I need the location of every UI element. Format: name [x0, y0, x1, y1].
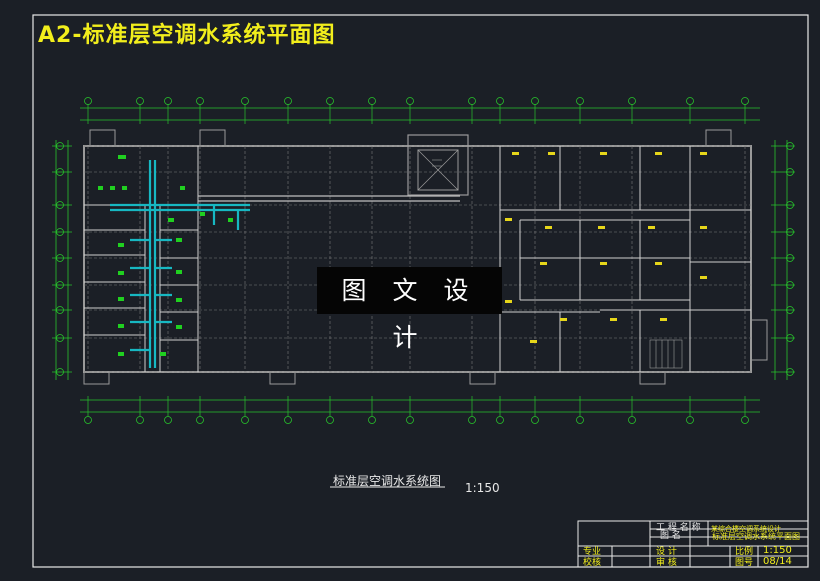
axis-bubble — [531, 97, 539, 105]
axis-bubble — [284, 416, 292, 424]
axis-bubble — [326, 97, 334, 105]
axis-markers — [52, 97, 795, 424]
unit-tag — [655, 152, 662, 155]
axis-bubble — [406, 97, 414, 105]
title-block-frame — [577, 520, 809, 568]
axis-bubble — [628, 97, 636, 105]
fan-coil-unit — [160, 352, 166, 356]
drawing-no-value: 08/14 — [763, 556, 792, 567]
unit-tag — [600, 152, 607, 155]
drawing-scale: 1:150 — [465, 481, 500, 495]
major-label: 专业 — [583, 547, 602, 557]
fan-coil-unit — [122, 186, 127, 190]
unit-tags — [505, 152, 707, 343]
axis-bubble — [686, 97, 694, 105]
drawing-frame — [32, 14, 809, 568]
axis-bubble — [136, 416, 144, 424]
scale-value: 1:150 — [763, 545, 792, 556]
fan-coil-unit — [176, 325, 182, 329]
fan-coil-unit — [118, 155, 126, 159]
drawing-no-label: 图号 — [735, 558, 754, 568]
fan-coil-unit — [168, 218, 174, 222]
unit-tag — [545, 226, 552, 229]
axis-bubble — [576, 416, 584, 424]
fan-coil-unit — [118, 352, 124, 356]
fan-coil-unit — [98, 186, 103, 190]
dimension-grid — [55, 107, 788, 413]
unit-tag — [655, 262, 662, 265]
review-label: 审 核 — [656, 558, 677, 568]
axis-bubble — [326, 416, 334, 424]
building-walls — [83, 129, 768, 385]
project-value: 某综合楼空调系统设计 — [711, 525, 781, 533]
check-label: 校核 — [583, 558, 602, 568]
axis-bubble — [368, 97, 376, 105]
fan-coil-unit — [176, 238, 182, 242]
axis-bubble — [406, 416, 414, 424]
axis-bubble — [368, 416, 376, 424]
unit-tag — [700, 152, 707, 155]
right-rooms — [499, 146, 751, 372]
unit-tag — [512, 152, 519, 155]
fan-coil-unit — [118, 297, 124, 301]
unit-tag — [548, 152, 555, 155]
axis-bubble — [241, 416, 249, 424]
unit-tag — [530, 340, 537, 343]
fan-coil-unit — [180, 186, 185, 190]
scale-label: 比例 — [735, 547, 754, 557]
axis-bubble — [741, 416, 749, 424]
axis-bubble — [468, 97, 476, 105]
axis-bubble — [686, 416, 694, 424]
axis-bubble — [284, 97, 292, 105]
chilled-water-pipes — [110, 160, 250, 368]
fan-coil-unit — [118, 243, 124, 247]
unit-tag — [505, 300, 512, 303]
axis-bubble — [84, 416, 92, 424]
corridor-lines — [198, 195, 460, 202]
fan-coil-units — [98, 155, 233, 356]
unit-tag — [700, 226, 707, 229]
unit-tag — [700, 276, 707, 279]
axis-bubble — [196, 416, 204, 424]
axis-bubble — [136, 97, 144, 105]
fan-coil-unit — [176, 270, 182, 274]
stair — [432, 159, 683, 369]
axis-bubble — [576, 97, 584, 105]
design-label: 设 计 — [656, 547, 677, 557]
unit-tag — [598, 226, 605, 229]
drawing-caption: 标准层空调水系统图 — [333, 474, 442, 488]
unit-tag — [648, 226, 655, 229]
axis-bubble — [164, 416, 172, 424]
watermark: 图 文 设 计 — [317, 267, 502, 352]
unit-tag — [610, 318, 617, 321]
drawing-name-value: 标准层空调水系统平面图 — [712, 532, 800, 541]
axis-bubble — [84, 97, 92, 105]
project-label: 工 程 名 称 — [656, 523, 701, 533]
drawing-title: A2-标准层空调水系统平面图 — [38, 23, 336, 48]
unit-tag — [560, 318, 567, 321]
unit-tag — [600, 262, 607, 265]
axis-bubble — [496, 416, 504, 424]
fan-coil-unit — [110, 186, 115, 190]
drawing-name-label: 图 名 — [660, 531, 681, 541]
fan-coil-unit — [200, 212, 205, 216]
unit-tag — [505, 218, 512, 221]
axis-bubble — [531, 416, 539, 424]
axis-bubble — [741, 97, 749, 105]
fan-coil-unit — [118, 324, 124, 328]
axis-bubble — [241, 97, 249, 105]
axis-bubble — [628, 416, 636, 424]
axis-bubble — [196, 97, 204, 105]
axis-bubble — [164, 97, 172, 105]
axis-bubble — [468, 416, 476, 424]
axis-bubble — [496, 97, 504, 105]
fan-coil-unit — [176, 298, 182, 302]
fan-coil-unit — [118, 271, 124, 275]
unit-tag — [540, 262, 547, 265]
unit-tag — [660, 318, 667, 321]
fan-coil-unit — [228, 218, 233, 222]
